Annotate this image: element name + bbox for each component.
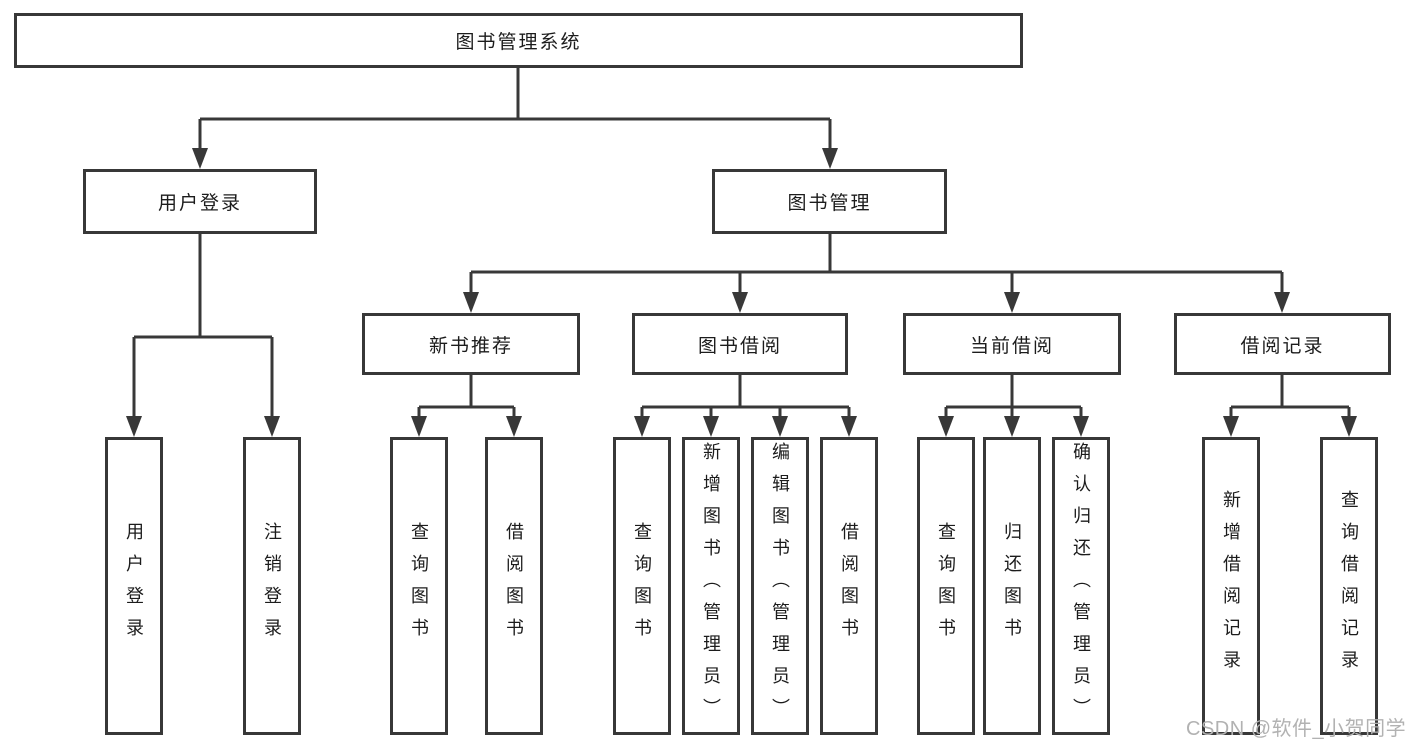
arrowhead-leaf-current-confirm <box>1073 416 1089 437</box>
node-library-system-label: 图书管理系统 <box>455 32 582 53</box>
arrowhead-leaf-current-return <box>1004 416 1020 437</box>
arrowhead-user-login <box>192 148 208 169</box>
connector-records-children <box>1223 375 1357 437</box>
leaf-borrow-borrow-books-label: 借阅图书 <box>839 522 859 650</box>
leaf-recommend-query-books: 查询图书 <box>390 437 448 735</box>
node-new-book-recommendation-label: 新书推荐 <box>428 335 513 357</box>
connector-new-book-children <box>411 375 522 437</box>
connector-current-children <box>938 375 1089 437</box>
node-borrowing-records-label: 借阅记录 <box>1240 335 1325 357</box>
connector-book-management-lines <box>469 234 1284 294</box>
node-borrowing-records: 借阅记录 <box>1174 313 1391 375</box>
leaf-borrow-edit-books-admin-label: 编辑图书（管理员） <box>770 442 790 730</box>
connector-book-management-children <box>463 234 1290 313</box>
arrowhead-leaf-user-login <box>126 416 142 437</box>
leaf-user-login: 用户登录 <box>105 437 163 735</box>
leaf-borrow-query-books-label: 查询图书 <box>632 522 652 650</box>
leaf-current-query-books: 查询图书 <box>917 437 975 735</box>
connector-new-book-lines <box>417 375 516 418</box>
leaf-logout-login-label: 注销登录 <box>262 522 282 650</box>
arrowhead-leaf-recommend-borrow <box>506 416 522 437</box>
leaf-borrow-add-books-admin: 新增图书（管理员） <box>682 437 740 735</box>
connector-root-lines <box>198 66 832 150</box>
leaf-records-query-borrow-record: 查询借阅记录 <box>1320 437 1378 735</box>
arrowhead-borrowing-records <box>1274 292 1290 313</box>
leaf-recommend-borrow-books: 借阅图书 <box>485 437 543 735</box>
leaf-current-return-books: 归还图书 <box>983 437 1041 735</box>
arrowhead-leaf-borrow-borrow <box>841 416 857 437</box>
node-book-borrowing: 图书借阅 <box>632 313 848 375</box>
node-book-borrowing-label: 图书借阅 <box>697 335 782 357</box>
arrowhead-book-management <box>822 148 838 169</box>
node-library-system: 图书管理系统 <box>14 13 1023 68</box>
arrowhead-leaf-borrow-add <box>703 416 719 437</box>
arrowhead-leaf-borrow-edit <box>772 416 788 437</box>
arrowhead-leaf-records-add <box>1223 416 1239 437</box>
leaf-recommend-query-books-label: 查询图书 <box>409 522 429 650</box>
leaf-borrow-add-books-admin-label: 新增图书（管理员） <box>701 442 721 730</box>
arrowhead-leaf-logout-login <box>264 416 280 437</box>
node-user-login: 用户登录 <box>83 169 317 234</box>
arrowhead-leaf-records-query <box>1341 416 1357 437</box>
leaf-current-confirm-return-admin: 确认归还（管理员） <box>1052 437 1110 735</box>
connector-root <box>192 66 838 169</box>
leaf-current-return-books-label: 归还图书 <box>1002 522 1022 650</box>
leaf-records-add-borrow-record-label: 新增借阅记录 <box>1221 490 1241 682</box>
csdn-watermark: CSDN @软件_小贺同学 <box>1186 718 1405 740</box>
leaf-borrow-borrow-books: 借阅图书 <box>820 437 878 735</box>
node-book-management: 图书管理 <box>712 169 947 234</box>
arrowhead-leaf-borrow-query <box>634 416 650 437</box>
node-user-login-label: 用户登录 <box>157 193 242 214</box>
connector-borrowing-children <box>634 375 857 437</box>
connector-records-lines <box>1229 375 1351 418</box>
connector-borrowing-lines <box>640 375 851 418</box>
arrowhead-current-borrowing <box>1004 292 1020 313</box>
leaf-borrow-query-books: 查询图书 <box>613 437 671 735</box>
leaf-current-confirm-return-admin-label: 确认归还（管理员） <box>1071 442 1091 730</box>
node-new-book-recommendation: 新书推荐 <box>362 313 580 375</box>
arrowhead-leaf-current-query <box>938 416 954 437</box>
node-current-borrowing: 当前借阅 <box>903 313 1121 375</box>
leaf-recommend-borrow-books-label: 借阅图书 <box>504 522 524 650</box>
leaf-records-add-borrow-record: 新增借阅记录 <box>1202 437 1260 735</box>
arrowhead-new-book-recommendation <box>463 292 479 313</box>
arrowhead-book-borrowing <box>732 292 748 313</box>
leaf-borrow-edit-books-admin: 编辑图书（管理员） <box>751 437 809 735</box>
leaf-user-login-label: 用户登录 <box>124 522 144 650</box>
leaf-records-query-borrow-record-label: 查询借阅记录 <box>1339 490 1359 682</box>
node-book-management-label: 图书管理 <box>787 193 872 214</box>
connector-current-lines <box>944 375 1083 418</box>
connector-user-login-lines <box>132 234 274 418</box>
node-current-borrowing-label: 当前借阅 <box>969 335 1054 357</box>
leaf-logout-login: 注销登录 <box>243 437 301 735</box>
leaf-current-query-books-label: 查询图书 <box>936 522 956 650</box>
arrowhead-leaf-recommend-query <box>411 416 427 437</box>
connector-user-login-children <box>126 234 280 437</box>
